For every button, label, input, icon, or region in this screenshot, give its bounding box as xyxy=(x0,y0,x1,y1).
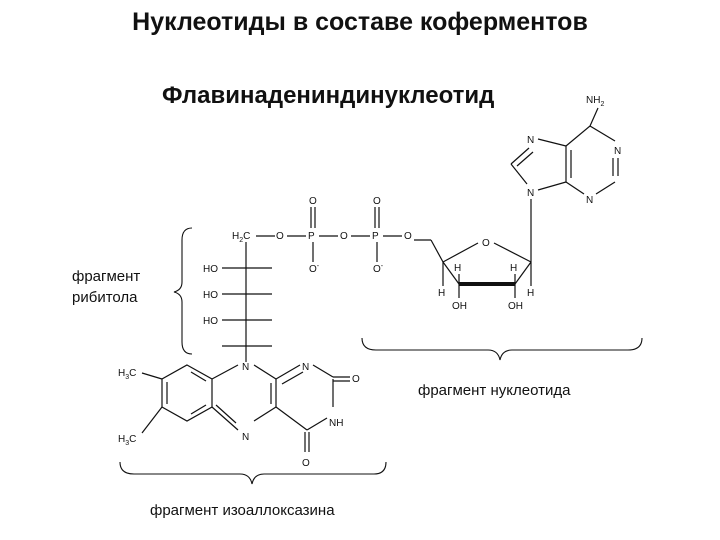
ribitol-label-line1: фрагмент xyxy=(72,268,141,285)
adenine-n3: N xyxy=(586,195,593,206)
slide-title: Нуклеотиды в составе коферментов xyxy=(132,8,588,36)
ribitol-brace xyxy=(173,227,193,355)
ribitol-ho: HO xyxy=(203,290,218,301)
nucleotide-brace xyxy=(361,337,643,361)
adenine-ring: NH2 N N N N xyxy=(510,95,621,262)
ribitol-fragment-label: фрагмент рибитола xyxy=(72,266,140,308)
nucleotide-fragment-label: фрагмент нуклеотида xyxy=(418,382,571,399)
ribitol-ho: HO xyxy=(203,264,218,275)
pyrazine-bond xyxy=(211,364,239,380)
ribitol-chain: HO HO HO xyxy=(203,242,272,358)
pyrazine-bond xyxy=(215,404,237,424)
benzene-inner-bond xyxy=(190,371,207,382)
ribitol-ho: HO xyxy=(203,316,218,327)
ribose-bond xyxy=(493,242,532,263)
molecule-name: Флавинадениндинуклеотид xyxy=(162,82,495,109)
phosphate-o: O xyxy=(373,196,381,207)
methyl-label: H3C xyxy=(118,434,136,447)
benzene-ring xyxy=(161,364,213,422)
ribose-ring: O H H H H OH OH xyxy=(414,238,534,312)
adenine-n1: N xyxy=(614,146,621,157)
phosphorus-1: P xyxy=(308,231,315,242)
adenine-bond xyxy=(537,138,567,147)
adenine-bond xyxy=(516,151,534,167)
phosphate-o-minus: O- xyxy=(373,263,384,275)
adenine-bond xyxy=(510,163,528,185)
isoalloxazine-ring: H3C H3C N N N O NH O xyxy=(118,358,360,469)
ribitol-label-line2: рибитола xyxy=(72,289,138,306)
chain-o: O xyxy=(276,231,284,242)
adenine-bond xyxy=(565,181,585,195)
pyrazine-bond xyxy=(211,406,239,431)
ribose-c5-bond xyxy=(430,239,444,263)
chain-o: O xyxy=(340,231,348,242)
pyrazine-bond xyxy=(253,364,277,380)
n3h-label: NH xyxy=(329,418,343,429)
ribose-bond xyxy=(442,261,460,285)
chain-o: O xyxy=(404,231,412,242)
pyrimidine-bond xyxy=(306,417,328,431)
n5-label: N xyxy=(242,432,249,443)
methyl-label: H3C xyxy=(118,368,136,381)
nh2-bond xyxy=(589,107,599,127)
ribose-h: H xyxy=(454,263,461,274)
benzene-inner-bond xyxy=(190,404,207,415)
pyrimidine-bond xyxy=(281,371,304,385)
ribose-o: O xyxy=(482,238,490,249)
phosphorus-2: P xyxy=(372,231,379,242)
adenine-bond xyxy=(589,125,616,142)
n1-label: N xyxy=(302,362,309,373)
ch2-label: H2C xyxy=(232,231,250,244)
carbonyl-o: O xyxy=(302,458,310,469)
n10-label: N xyxy=(242,362,249,373)
adenine-bond xyxy=(565,125,591,147)
adenine-n7: N xyxy=(527,135,534,146)
pyrimidine-bond xyxy=(312,364,334,378)
ribose-h: H xyxy=(527,288,534,299)
phosphate-o: O xyxy=(309,196,317,207)
adenine-bond xyxy=(537,181,567,191)
adenine-n9: N xyxy=(527,188,534,199)
adenine-bond xyxy=(595,181,616,195)
pyrimidine-bond xyxy=(275,364,301,380)
phosphate-chain: H2C O P O O- O P O O- O xyxy=(232,196,412,275)
isoalloxazine-fragment-label: фрагмент изоаллоксазина xyxy=(150,502,335,519)
adenine-bond xyxy=(510,147,530,165)
methyl-bond xyxy=(141,372,163,380)
ribose-bond xyxy=(442,242,479,263)
ribose-h: H xyxy=(438,288,445,299)
ribose-h: H xyxy=(510,263,517,274)
nh2-label: NH2 xyxy=(586,95,604,108)
ribose-bond xyxy=(514,261,532,285)
methyl-bond xyxy=(141,406,163,434)
phosphate-o-minus: O- xyxy=(309,263,320,275)
isoalloxazine-brace xyxy=(119,461,387,485)
pyrimidine-bond xyxy=(275,406,308,431)
pyrazine-bond xyxy=(253,406,277,422)
carbonyl-o: O xyxy=(352,374,360,385)
ribose-oh: OH xyxy=(452,301,467,312)
ribose-oh: OH xyxy=(508,301,523,312)
